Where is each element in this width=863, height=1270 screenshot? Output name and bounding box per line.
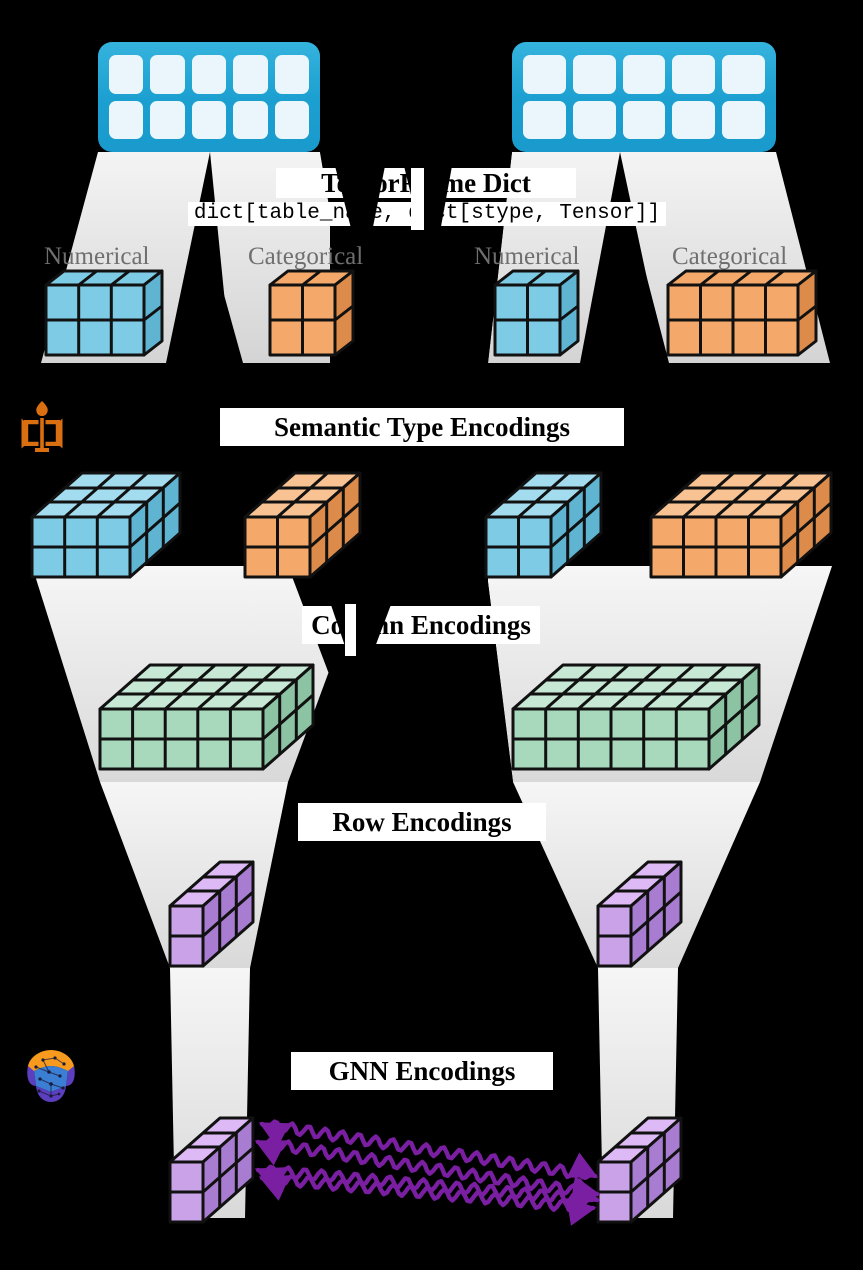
cube-right-categorical-semantic bbox=[649, 471, 833, 579]
funnel-right-column-to-row bbox=[513, 782, 760, 968]
pytorch-geometric-logo bbox=[27, 1050, 75, 1102]
table-icon-cell bbox=[150, 55, 185, 94]
cube-right-column-encodings bbox=[511, 663, 761, 771]
table-icon-cell bbox=[572, 100, 616, 139]
funnel-right-semantic-to-column bbox=[486, 566, 832, 782]
funnel-left-semantic-to-column bbox=[32, 566, 368, 782]
cube-left-gnn-encodings bbox=[168, 1116, 255, 1224]
table-icon-cell bbox=[191, 100, 227, 139]
table-icon-cell bbox=[572, 55, 616, 94]
table-icon-cell bbox=[722, 100, 765, 139]
label-semantic-type-encodings: Semantic Type Encodings bbox=[220, 408, 624, 447]
cube-right-numerical-semantic bbox=[484, 471, 603, 579]
cube-left-column-encodings bbox=[98, 663, 315, 771]
label-tensorframe-signature: dict[table_name, dict[stype, Tensor]] bbox=[188, 202, 666, 227]
table-icon-cell bbox=[672, 100, 716, 139]
pytorch-frame-logo bbox=[21, 401, 63, 452]
cube-left-categorical-semantic bbox=[243, 471, 362, 579]
label-right-numerical: Numerical bbox=[474, 243, 580, 270]
table-icon-cell bbox=[523, 100, 566, 139]
cube-left-row-encodings bbox=[168, 860, 255, 968]
table-icon-cell bbox=[672, 55, 716, 94]
notch-left-table bbox=[183, 255, 243, 363]
block-left-categorical bbox=[268, 269, 355, 357]
table-icon-cell bbox=[150, 100, 185, 139]
cube-right-gnn-encodings bbox=[596, 1116, 683, 1224]
label-row-encodings: Row Encodings bbox=[298, 803, 546, 842]
table-icon-cell bbox=[274, 55, 309, 94]
block-left-numerical bbox=[44, 269, 164, 357]
notch-right-table bbox=[613, 255, 669, 363]
block-right-categorical bbox=[666, 269, 818, 357]
label-left-categorical: Categorical bbox=[248, 243, 364, 270]
table-icon-cell bbox=[191, 55, 227, 94]
center-gap-mid bbox=[288, 566, 513, 782]
table-icon-left[interactable] bbox=[98, 42, 320, 152]
table-icon-cell bbox=[233, 100, 268, 139]
wavy-arrows-group bbox=[254, 1119, 601, 1226]
label-left-numerical: Numerical bbox=[44, 243, 150, 270]
table-icon-cell bbox=[233, 55, 268, 94]
table-icon-cell bbox=[274, 100, 309, 139]
table-icon-cell bbox=[109, 55, 144, 94]
table-icon-cell bbox=[622, 55, 666, 94]
label-gnn-encodings: GNN Encodings bbox=[291, 1052, 553, 1091]
table-icon-cell bbox=[722, 55, 765, 94]
funnel-left-column-to-row bbox=[100, 782, 288, 968]
cube-right-row-encodings bbox=[596, 860, 683, 968]
label-column-encodings: Column Encodings bbox=[302, 606, 540, 645]
center-gap-mid2 bbox=[368, 566, 488, 782]
block-right-numerical bbox=[493, 269, 580, 357]
cube-left-numerical-semantic bbox=[30, 471, 182, 579]
table-icon-cell bbox=[109, 100, 144, 139]
label-tensorframe-dict: TensorFrame Dict bbox=[276, 168, 576, 199]
table-icon-cell bbox=[523, 55, 566, 94]
funnel-right-row-to-gnn bbox=[598, 968, 678, 1218]
label-right-categorical: Categorical bbox=[672, 243, 788, 270]
table-icon-right[interactable] bbox=[512, 42, 776, 152]
funnel-left-row-to-gnn bbox=[170, 968, 250, 1218]
table-icon-cell bbox=[622, 100, 666, 139]
